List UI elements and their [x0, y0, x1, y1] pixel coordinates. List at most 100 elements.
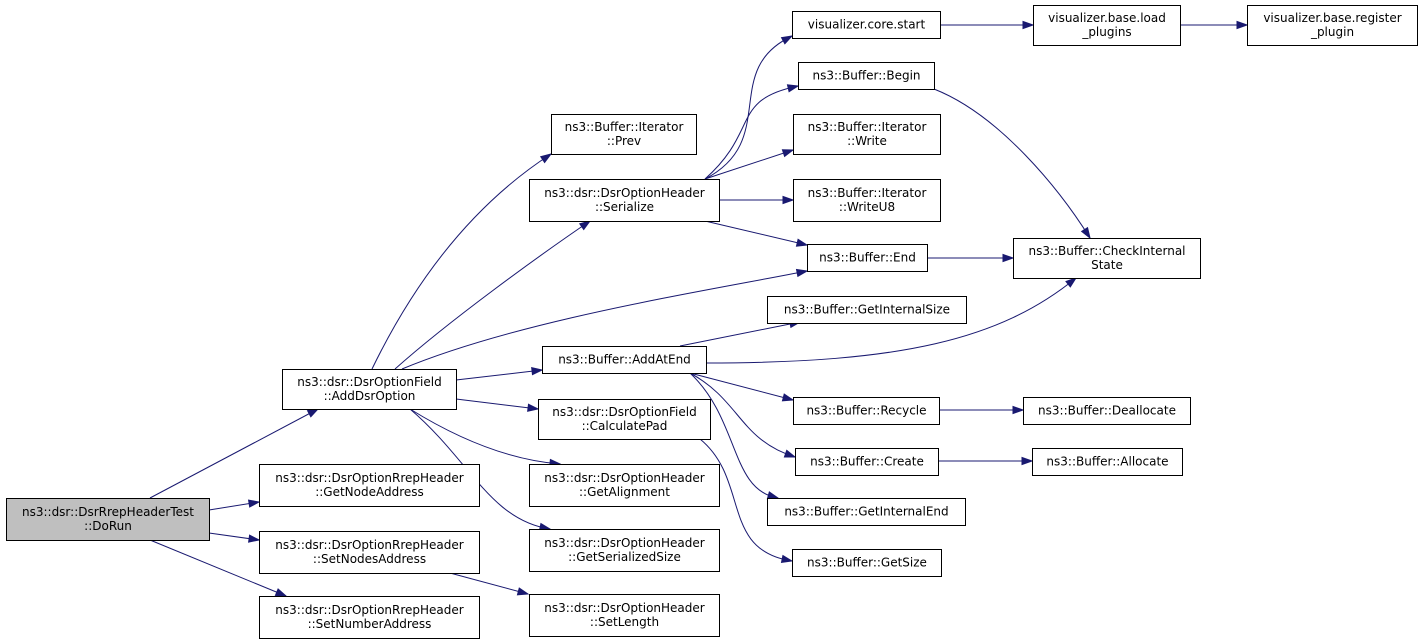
- arrowhead: [274, 588, 288, 597]
- arrowhead: [783, 449, 797, 458]
- node-visualizer-load-plugins[interactable]: visualizer.base.load_plugins: [1033, 5, 1181, 46]
- node-label-line: ns3::dsr::DsrOptionHeader: [544, 471, 704, 485]
- node-label-line: ns3::Buffer::Iterator: [808, 120, 927, 134]
- node-box: [6, 498, 210, 541]
- node-buffer-begin[interactable]: ns3::Buffer::Begin: [798, 62, 935, 90]
- arrowhead: [1065, 277, 1078, 288]
- edge-line: [394, 220, 591, 370]
- node-iterator-write[interactable]: ns3::Buffer::Iterator::Write: [793, 114, 941, 155]
- node-buffer-create[interactable]: ns3::Buffer::Create: [795, 448, 939, 476]
- node-get-internal-end[interactable]: ns3::Buffer::GetInternalEnd: [767, 498, 966, 526]
- edge-addatend-to-checkinternal: [705, 277, 1078, 364]
- node-box: [807, 244, 928, 272]
- node-label-line: ns3::Buffer::CheckInternal: [1028, 244, 1185, 258]
- node-label-line: ::AddDsrOption: [324, 389, 416, 403]
- node-label-line: ns3::Buffer::Allocate: [1046, 455, 1168, 469]
- node-label-line: ns3::dsr::DsrOptionRrepHeader: [275, 603, 463, 617]
- edge-line: [371, 153, 552, 370]
- arrowhead: [782, 195, 795, 205]
- arrowhead: [781, 149, 795, 158]
- node-label-line: ::SetNodesAddress: [313, 552, 426, 566]
- edge-recycle-to-deallocate: [939, 405, 1025, 415]
- node-box: [767, 498, 966, 526]
- edge-dorun-to-setnumaddr: [149, 539, 288, 597]
- edge-serialize-to-begin: [704, 84, 800, 180]
- edge-line: [933, 88, 1091, 239]
- edge-calcpad-to-getsize: [699, 438, 794, 564]
- node-set-nodes-address[interactable]: ns3::dsr::DsrOptionRrepHeader::SetNodesA…: [259, 531, 480, 574]
- node-serialize[interactable]: ns3::dsr::DsrOptionHeader::Serialize: [529, 179, 720, 222]
- edge-line: [149, 408, 319, 499]
- arrowhead: [766, 491, 780, 500]
- node-get-alignment[interactable]: ns3::dsr::DsrOptionHeader::GetAlignment: [529, 464, 720, 507]
- node-label-line: ::GetAlignment: [579, 485, 670, 499]
- node-box: [793, 397, 940, 425]
- node-get-internal-size[interactable]: ns3::Buffer::GetInternalSize: [767, 296, 967, 324]
- edge-line: [149, 539, 287, 597]
- node-label-line: ns3::Buffer::Deallocate: [1038, 404, 1176, 418]
- edge-adddsr-to-serialize: [394, 220, 592, 370]
- arrowhead: [1002, 253, 1015, 263]
- edge-serialize-to-end: [704, 220, 809, 247]
- node-set-number-address[interactable]: ns3::dsr::DsrOptionRrepHeader::SetNumber…: [259, 596, 480, 639]
- node-buffer-end[interactable]: ns3::Buffer::End: [807, 244, 928, 272]
- edge-adddsr-to-calcpad: [455, 398, 540, 412]
- edges-layer: [149, 20, 1249, 597]
- edge-begin-to-checkinternal: [933, 88, 1091, 240]
- node-label-line: ::GetSerializedSize: [568, 550, 681, 564]
- node-buffer-get-size[interactable]: ns3::Buffer::GetSize: [792, 549, 942, 577]
- node-get-serialized-size[interactable]: ns3::dsr::DsrOptionHeader::GetSerialized…: [529, 529, 720, 572]
- edge-addatend-to-recycle: [689, 372, 795, 402]
- node-box: [1032, 448, 1183, 476]
- edge-loadplugins-to-registerplugin: [1180, 20, 1249, 30]
- edge-create-to-allocate: [938, 456, 1034, 466]
- arrowhead: [531, 367, 544, 376]
- node-box: [282, 369, 457, 410]
- edge-adddsr-to-getalign: [409, 408, 562, 468]
- arrowhead: [1080, 226, 1091, 240]
- edge-end-to-checkinternal: [927, 253, 1015, 263]
- edge-addatend-to-create: [689, 372, 797, 458]
- node-buffer-allocate[interactable]: ns3::Buffer::Allocate: [1032, 448, 1183, 476]
- node-set-length[interactable]: ns3::dsr::DsrOptionHeader::SetLength: [529, 594, 720, 637]
- node-label-line: ns3::dsr::DsrOptionHeader: [544, 601, 704, 615]
- node-label-line: ::SetLength: [590, 615, 659, 629]
- node-add-dsr-option[interactable]: ns3::dsr::DsrOptionField::AddDsrOption: [282, 369, 457, 410]
- node-visualizer-register-plugin[interactable]: visualizer.base.register_plugin: [1247, 5, 1418, 46]
- node-get-node-address[interactable]: ns3::dsr::DsrOptionRrepHeader::GetNodeAd…: [259, 464, 480, 507]
- node-box: [538, 399, 711, 440]
- edge-line: [449, 572, 529, 595]
- arrowhead: [527, 403, 540, 412]
- node-label-line: ns3::Buffer::GetInternalSize: [784, 303, 950, 317]
- edge-adddsr-to-iterprev: [371, 153, 553, 370]
- node-buffer-deallocate[interactable]: ns3::Buffer::Deallocate: [1023, 397, 1191, 425]
- node-label-line: ::CalculatePad: [582, 419, 668, 433]
- node-label-line: ::SetNumberAddress: [308, 617, 432, 631]
- arrowhead: [578, 220, 592, 231]
- node-calculate-pad[interactable]: ns3::dsr::DsrOptionField::CalculatePad: [538, 399, 711, 440]
- node-buffer-recycle[interactable]: ns3::Buffer::Recycle: [793, 397, 940, 425]
- arrowhead: [795, 238, 809, 247]
- arrowhead: [780, 35, 794, 45]
- node-dorun[interactable]: ns3::dsr::DsrRrepHeaderTest::DoRun: [6, 498, 210, 541]
- node-box: [1033, 5, 1181, 46]
- node-label-line: ns3::Buffer::Recycle: [806, 404, 926, 418]
- arrowhead: [306, 408, 320, 418]
- node-box: [259, 531, 480, 574]
- node-box: [1013, 238, 1201, 279]
- node-label-line: ns3::dsr::DsrOptionField: [297, 375, 441, 389]
- node-label-line: State: [1091, 258, 1123, 272]
- node-label-line: ::Serialize: [595, 200, 654, 214]
- node-label-line: _plugin: [1310, 25, 1354, 39]
- node-box: [259, 464, 480, 507]
- node-iterator-write-u8[interactable]: ns3::Buffer::Iterator::WriteU8: [793, 179, 941, 222]
- edge-serialize-to-vcorestart: [704, 35, 794, 180]
- node-iterator-prev[interactable]: ns3::Buffer::Iterator::Prev: [551, 114, 697, 155]
- node-visualizer-core-start[interactable]: visualizer.core.start: [792, 11, 941, 39]
- node-add-at-end[interactable]: ns3::Buffer::AddAtEnd: [542, 346, 707, 374]
- arrowhead: [780, 554, 794, 564]
- node-box: [795, 448, 939, 476]
- edge-addatend-to-getintsize: [679, 319, 802, 347]
- node-label-line: ns3::dsr::DsrOptionRrepHeader: [275, 538, 463, 552]
